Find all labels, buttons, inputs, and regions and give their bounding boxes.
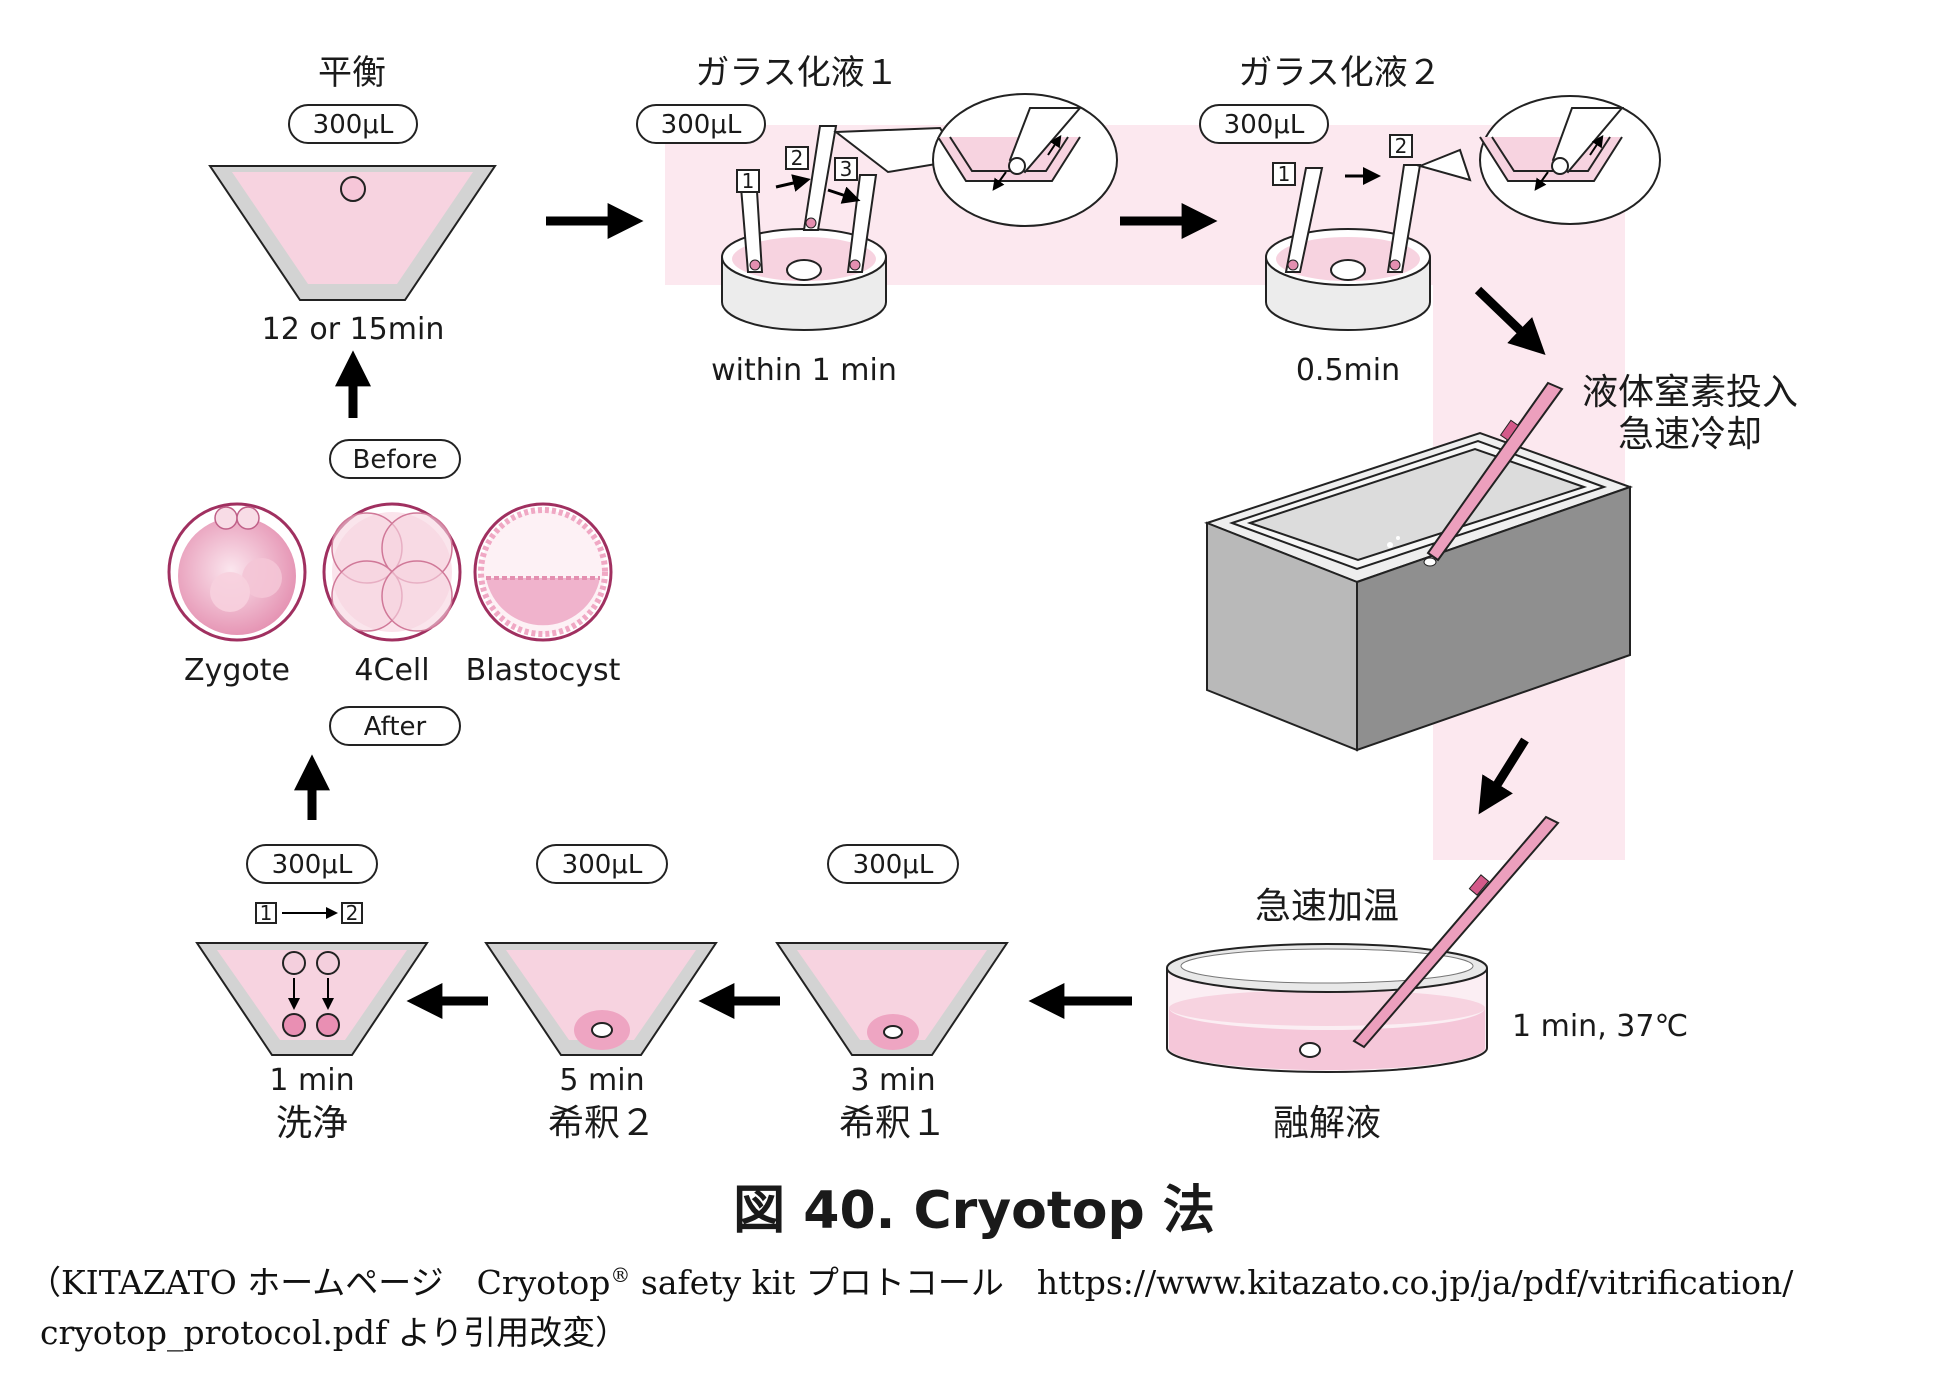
volume-pill [827,844,959,884]
cryotop-device-icon [1299,815,1560,1058]
caption-post: safety kit プロトコール https://www.kitazato.c… [630,1263,1794,1302]
ln2-line2: 急速冷却 [1618,414,1762,455]
source-caption: （KITAZATO ホームページ Cryotop® safety kit プロト… [28,1250,1928,1358]
blastocyst-icon [473,502,613,642]
marker-2: 2 [791,146,804,170]
warm-label: 融解液 [1273,1103,1381,1144]
nitrogen-box-icon [1204,431,1633,752]
step-markers: 1 2 3 [736,146,861,204]
vit1-volume: 300μL [661,110,742,140]
arrow-down-right-icon [1474,286,1546,355]
cryotop-strip-icon [1284,164,1422,273]
after-label: After [364,712,427,742]
embryo-icon [340,176,366,202]
ln2-line1: 液体窒素投入 [1582,372,1798,413]
dil2-volume: 300μL [562,850,643,880]
volume-pill [1199,104,1329,144]
volume-pill [536,844,668,884]
vit2-title: ガラス化液２ [1238,53,1441,93]
dil1-label: 希釈１ [839,1103,947,1144]
warm-time: 1 min, 37℃ [1512,1009,1688,1044]
four-cell-icon [322,502,462,642]
volume-pill [246,844,378,884]
petri-dish-icon [1166,943,1488,1073]
dil1-volume: 300μL [853,850,934,880]
vit2-time: 0.5min [1296,353,1400,388]
embryo-icon [316,1013,340,1037]
wash-time: 1 min [269,1063,354,1098]
dish-icon [721,228,887,331]
marker-2: 2 [1395,134,1408,158]
caption-line-2: cryotop_protocol.pdf より引用改変） [40,1313,629,1352]
step-dilution-2: 300μL 5 min 希釈２ [484,844,718,1144]
step-warming: 急速加温 1 min, 37℃ 融解液 [1166,815,1688,1144]
cell-label-blastocyst: Blastocyst [466,653,621,688]
step-markers: 1 2 [1272,134,1413,186]
registered-mark: ® [610,1263,631,1287]
marker-1: 1 [260,901,273,925]
step-equilibrium: 平衡 300μL 12 or 15min [208,53,497,347]
step-dilution-1: 300μL 3 min 希釈１ [775,844,1009,1144]
zoom-bubble [833,93,1118,227]
step-wash: 300μL 1 2 1 min 洗浄 [195,844,429,1144]
step-markers: 1 2 [255,901,363,925]
marker-3: 3 [840,157,853,181]
vit1-title: ガラス化液１ [695,53,898,93]
volume-pill [288,104,418,144]
cryotop-strip-icon [738,125,878,273]
marker-1: 1 [742,169,755,193]
embryo-icon [282,1013,306,1037]
figure-title: 図 40. Cryotop 法 [733,1181,1215,1241]
marker-1: 1 [1278,162,1291,186]
cup-icon [775,942,1009,1056]
cryotop-device-icon [1387,381,1564,567]
vit2-volume: 300μL [1224,110,1305,140]
vit1-time: within 1 min [711,353,897,388]
dil1-time: 3 min [850,1063,935,1098]
zygote-icon [167,502,307,642]
marker-2: 2 [346,901,359,925]
equilibrium-title: 平衡 [318,53,386,93]
cup-icon [208,165,497,301]
caption-pre: （KITAZATO ホームページ Cryotop [28,1263,611,1302]
before-label: Before [352,445,437,475]
dil2-time: 5 min [559,1063,644,1098]
arrow-down-left-icon [1478,737,1529,815]
wash-volume: 300μL [272,850,353,880]
dil2-label: 希釈２ [548,1103,656,1144]
cup-icon [484,942,718,1056]
embryo-icon [883,1025,903,1039]
equilibrium-time: 12 or 15min [262,312,445,347]
cup-icon [195,942,429,1056]
volume-pill [636,104,766,144]
embryo-icon [591,1022,613,1038]
step-liquid-nitrogen: 液体窒素投入 急速冷却 [1204,372,1798,752]
before-pill [329,439,461,479]
wash-label: 洗浄 [276,1103,348,1144]
zoom-bubble [1416,95,1661,225]
cell-label-4cell: 4Cell [354,653,429,688]
cell-label-zygote: Zygote [184,653,290,688]
cell-stages: Before After Zygote 4Cell [167,439,621,746]
equilibrium-volume: 300μL [313,110,394,140]
after-pill [329,706,461,746]
step-vitrification-2: ガラス化液２ 300μL 1 2 [1199,53,1661,388]
step-vitrification-1: ガラス化液１ 300μL 1 2 3 [636,53,1118,388]
warm-title: 急速加温 [1255,886,1399,927]
caption-line-1: （KITAZATO ホームページ Cryotop® safety kit プロト… [28,1250,1928,1308]
